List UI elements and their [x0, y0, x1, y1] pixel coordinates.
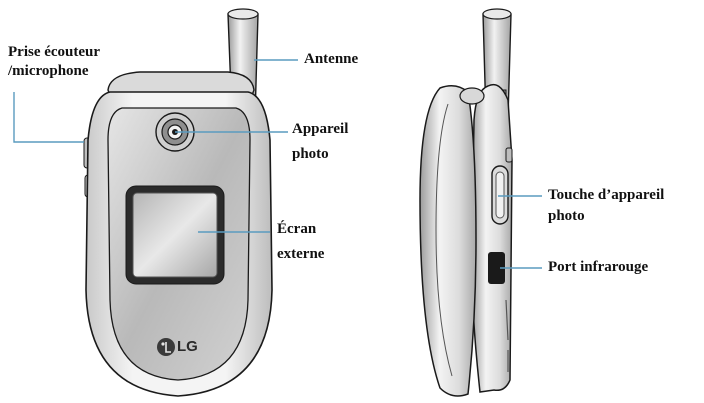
side-view: [420, 9, 512, 396]
label-camera-line2: photo: [292, 145, 329, 164]
label-camera-key-line2: photo: [548, 207, 585, 226]
side-front-half: [420, 86, 476, 396]
external-screen: [126, 186, 224, 284]
label-infrared: Port infrarouge: [548, 258, 648, 277]
label-camera-line1: Appareil: [292, 120, 348, 139]
leader-headset: [14, 92, 84, 142]
label-camera-key-line1: Touche d’appareil: [548, 186, 664, 205]
label-screen-line1: Écran: [277, 220, 316, 239]
side-back-half: [472, 85, 512, 392]
label-headset-line2: /microphone: [8, 62, 89, 81]
label-headset-line1: Prise écouteur: [8, 43, 100, 62]
label-antenna: Antenne: [304, 50, 358, 69]
lg-logo-text: LG: [177, 338, 198, 355]
label-screen-line2: externe: [277, 245, 324, 264]
lg-logo-mark: [157, 338, 175, 356]
side-hinge: [460, 88, 484, 104]
